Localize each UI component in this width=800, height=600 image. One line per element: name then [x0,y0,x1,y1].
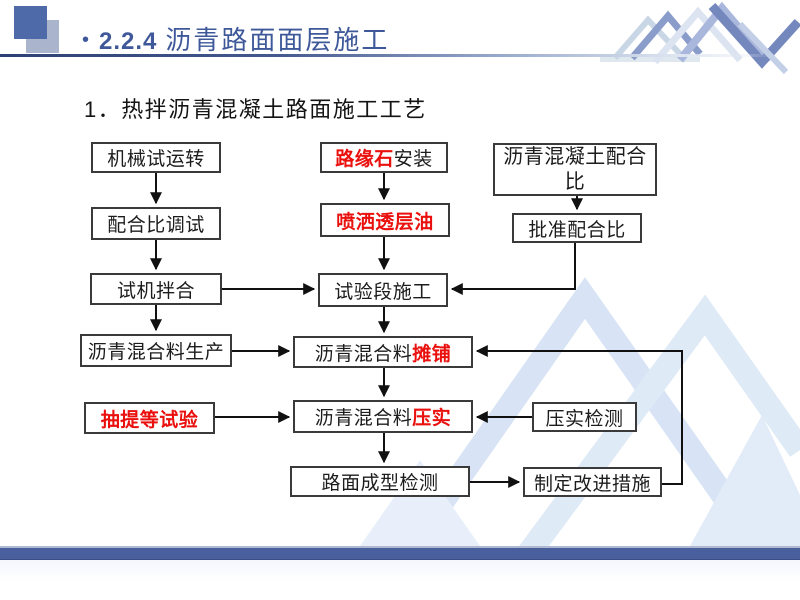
box-text: 制定改进措施 [533,473,651,495]
flow-box-compaction-testing: 压实检测 [532,402,637,432]
box-text-red: 喷洒透层油 [336,211,434,233]
slide-subtitle: 1．热拌沥青混凝土路面施工工艺 [84,97,427,122]
box-text: 压实检测 [545,408,624,430]
flow-box-approve-mix-ratio: 批准配合比 [512,213,642,243]
flow-box-improvement-measures: 制定改进措施 [523,467,662,497]
box-text: 试验段施工 [334,281,432,303]
bottom-strip [0,560,800,600]
header-divider-line [0,54,800,57]
flow-box-concrete-mix-ratio: 沥青混凝土配合比 [493,143,657,196]
flow-box-machine-trial-run: 机械试运转 [91,142,221,173]
flow-box-extraction-tests: 抽提等试验 [84,402,215,434]
flow-box-mixture-paving: 沥青混合料摊铺 [293,336,473,368]
flow-box-mix-ratio-debugging: 配合比调试 [91,207,221,240]
box-text: 试机拌合 [116,280,195,302]
box-text: 沥青混合料生产 [87,342,225,363]
title-section-number: 2.2.4 [99,28,158,55]
box-text: 沥青混合料 [314,343,413,365]
flow-box-spray-prime-coat: 喷洒透层油 [320,203,450,237]
box-text-red: 摊铺 [412,343,452,365]
flow-box-mixture-compaction: 沥青混合料压实 [293,400,473,433]
box-text: 沥青混合料 [314,408,413,429]
box-text: 沥青混凝土配合比 [503,145,647,193]
bottom-divider-bar [0,546,800,560]
box-text: 安装 [393,149,433,170]
box-text: 批准配合比 [528,219,626,241]
flow-box-curb-installation: 路缘石安装 [320,142,448,173]
flow-box-trial-mixing: 试机拌合 [90,273,222,305]
box-text-red: 抽提等试验 [100,409,199,431]
box-text-red: 压实 [412,408,452,429]
title-text: 沥青路面面层施工 [165,26,390,56]
box-text: 机械试运转 [107,149,205,170]
box-text-red: 路缘石 [335,149,394,170]
flow-box-pavement-forming-inspection: 路面成型检测 [290,466,470,497]
slide-title: • 2.2.4 沥青路面面层施工 [82,20,389,57]
title-bullet-icon: • [82,29,90,51]
box-text: 配合比调试 [107,215,205,236]
box-text: 路面成型检测 [321,473,439,494]
flow-box-asphalt-mixture-production: 沥青混合料生产 [80,334,232,367]
flow-box-trial-section-construction: 试验段施工 [318,273,448,307]
decor-square-dark [14,6,47,39]
